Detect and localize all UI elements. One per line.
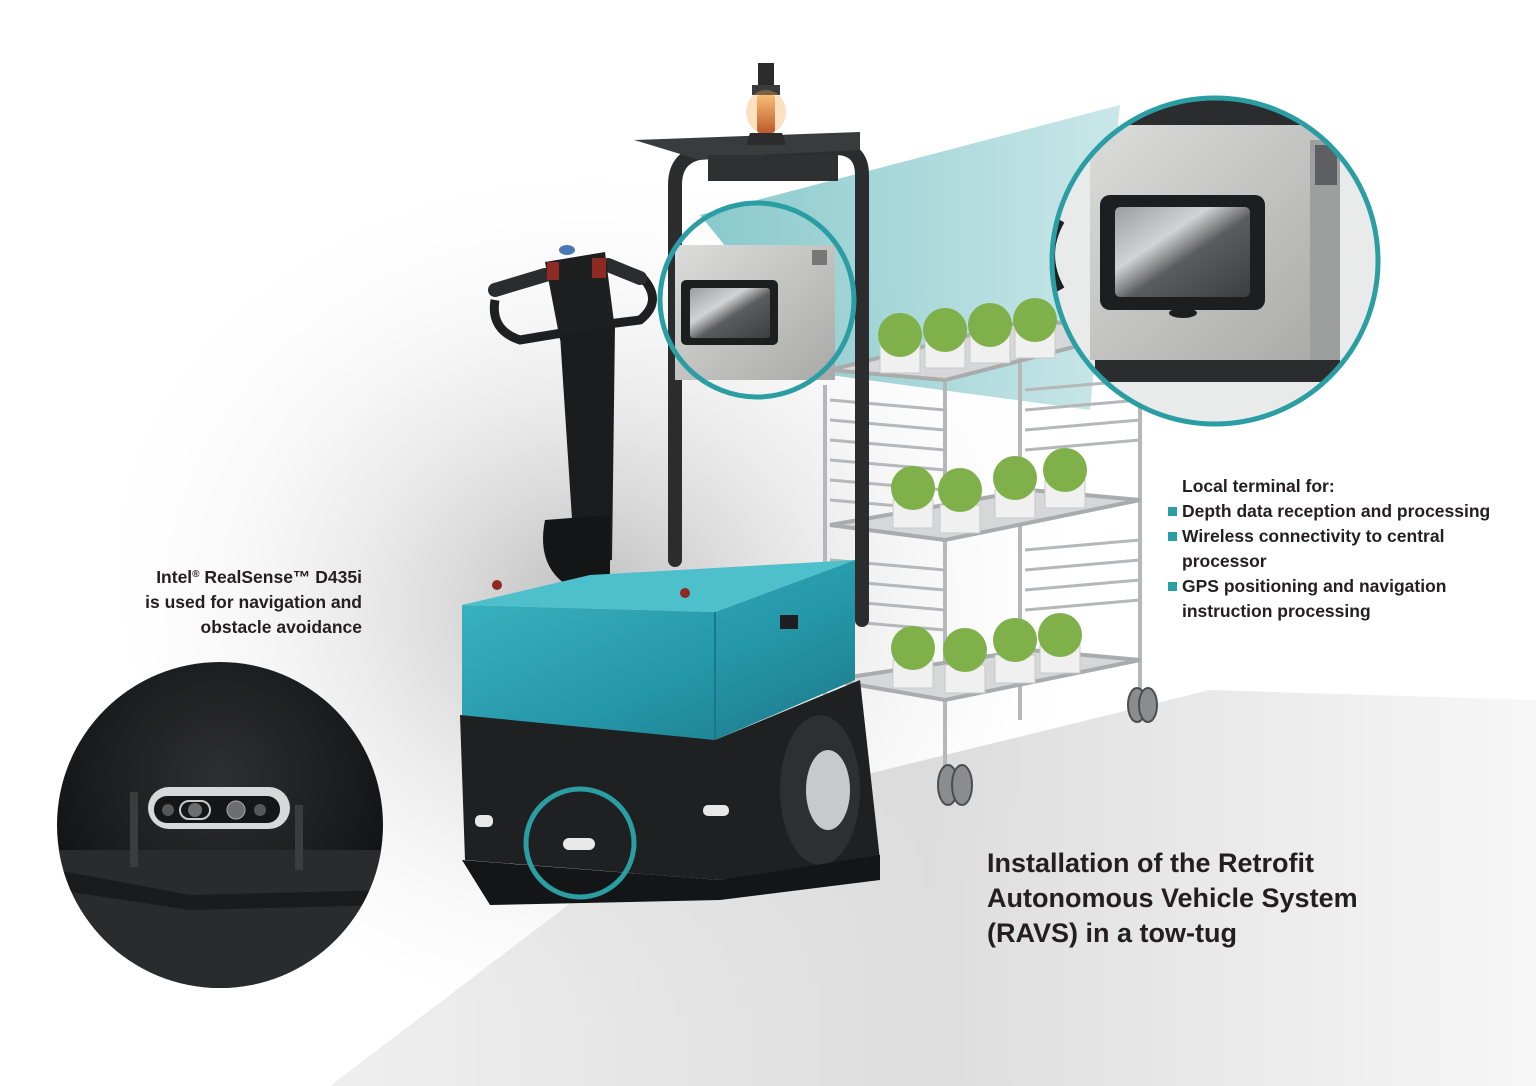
terminal-zoom-ring xyxy=(657,200,857,400)
camera-zoom-ring xyxy=(523,786,637,900)
tow-tug xyxy=(460,560,880,905)
plants xyxy=(878,298,1087,694)
cart-wheels xyxy=(937,687,1158,806)
square-bullet-icon xyxy=(1168,532,1177,541)
terminal-feature-item: GPS positioning and navigation instructi… xyxy=(1167,574,1527,624)
figure-title-line3: (RAVS) in a tow-tug xyxy=(987,918,1237,948)
tiller-handle xyxy=(488,245,657,590)
camera-caption-line2: is used for navigation and xyxy=(145,592,362,612)
mount-bracket xyxy=(708,155,838,181)
terminal-caption: Local terminal for: Depth data reception… xyxy=(1167,474,1527,624)
square-bullet-icon xyxy=(1168,582,1177,591)
terminal-feature-list: Depth data reception and processing Wire… xyxy=(1167,499,1527,624)
terminal-caption-heading: Local terminal for: xyxy=(1182,476,1335,496)
camera-caption-line3: obstacle avoidance xyxy=(200,617,362,637)
depth-camera-front xyxy=(563,838,595,850)
figure-title: Installation of the Retrofit Autonomous … xyxy=(987,846,1427,951)
terminal-small xyxy=(675,245,835,380)
depth-camera-zoom xyxy=(57,662,383,988)
square-bullet-icon xyxy=(1168,507,1177,516)
terminal-feature-item: Wireless connectivity to central process… xyxy=(1167,524,1527,574)
mount-plate xyxy=(634,132,860,160)
floor-path xyxy=(330,690,1536,1086)
figure-title-line1: Installation of the Retrofit xyxy=(987,848,1314,878)
camera-caption-line1: Intel® RealSense™ D435i xyxy=(156,567,362,587)
figure-title-line2: Autonomous Vehicle System xyxy=(987,883,1358,913)
beacon-light xyxy=(746,63,786,145)
terminal-feature-item: Depth data reception and processing xyxy=(1167,499,1527,524)
camera-caption: Intel® RealSense™ D435i is used for navi… xyxy=(90,562,362,640)
